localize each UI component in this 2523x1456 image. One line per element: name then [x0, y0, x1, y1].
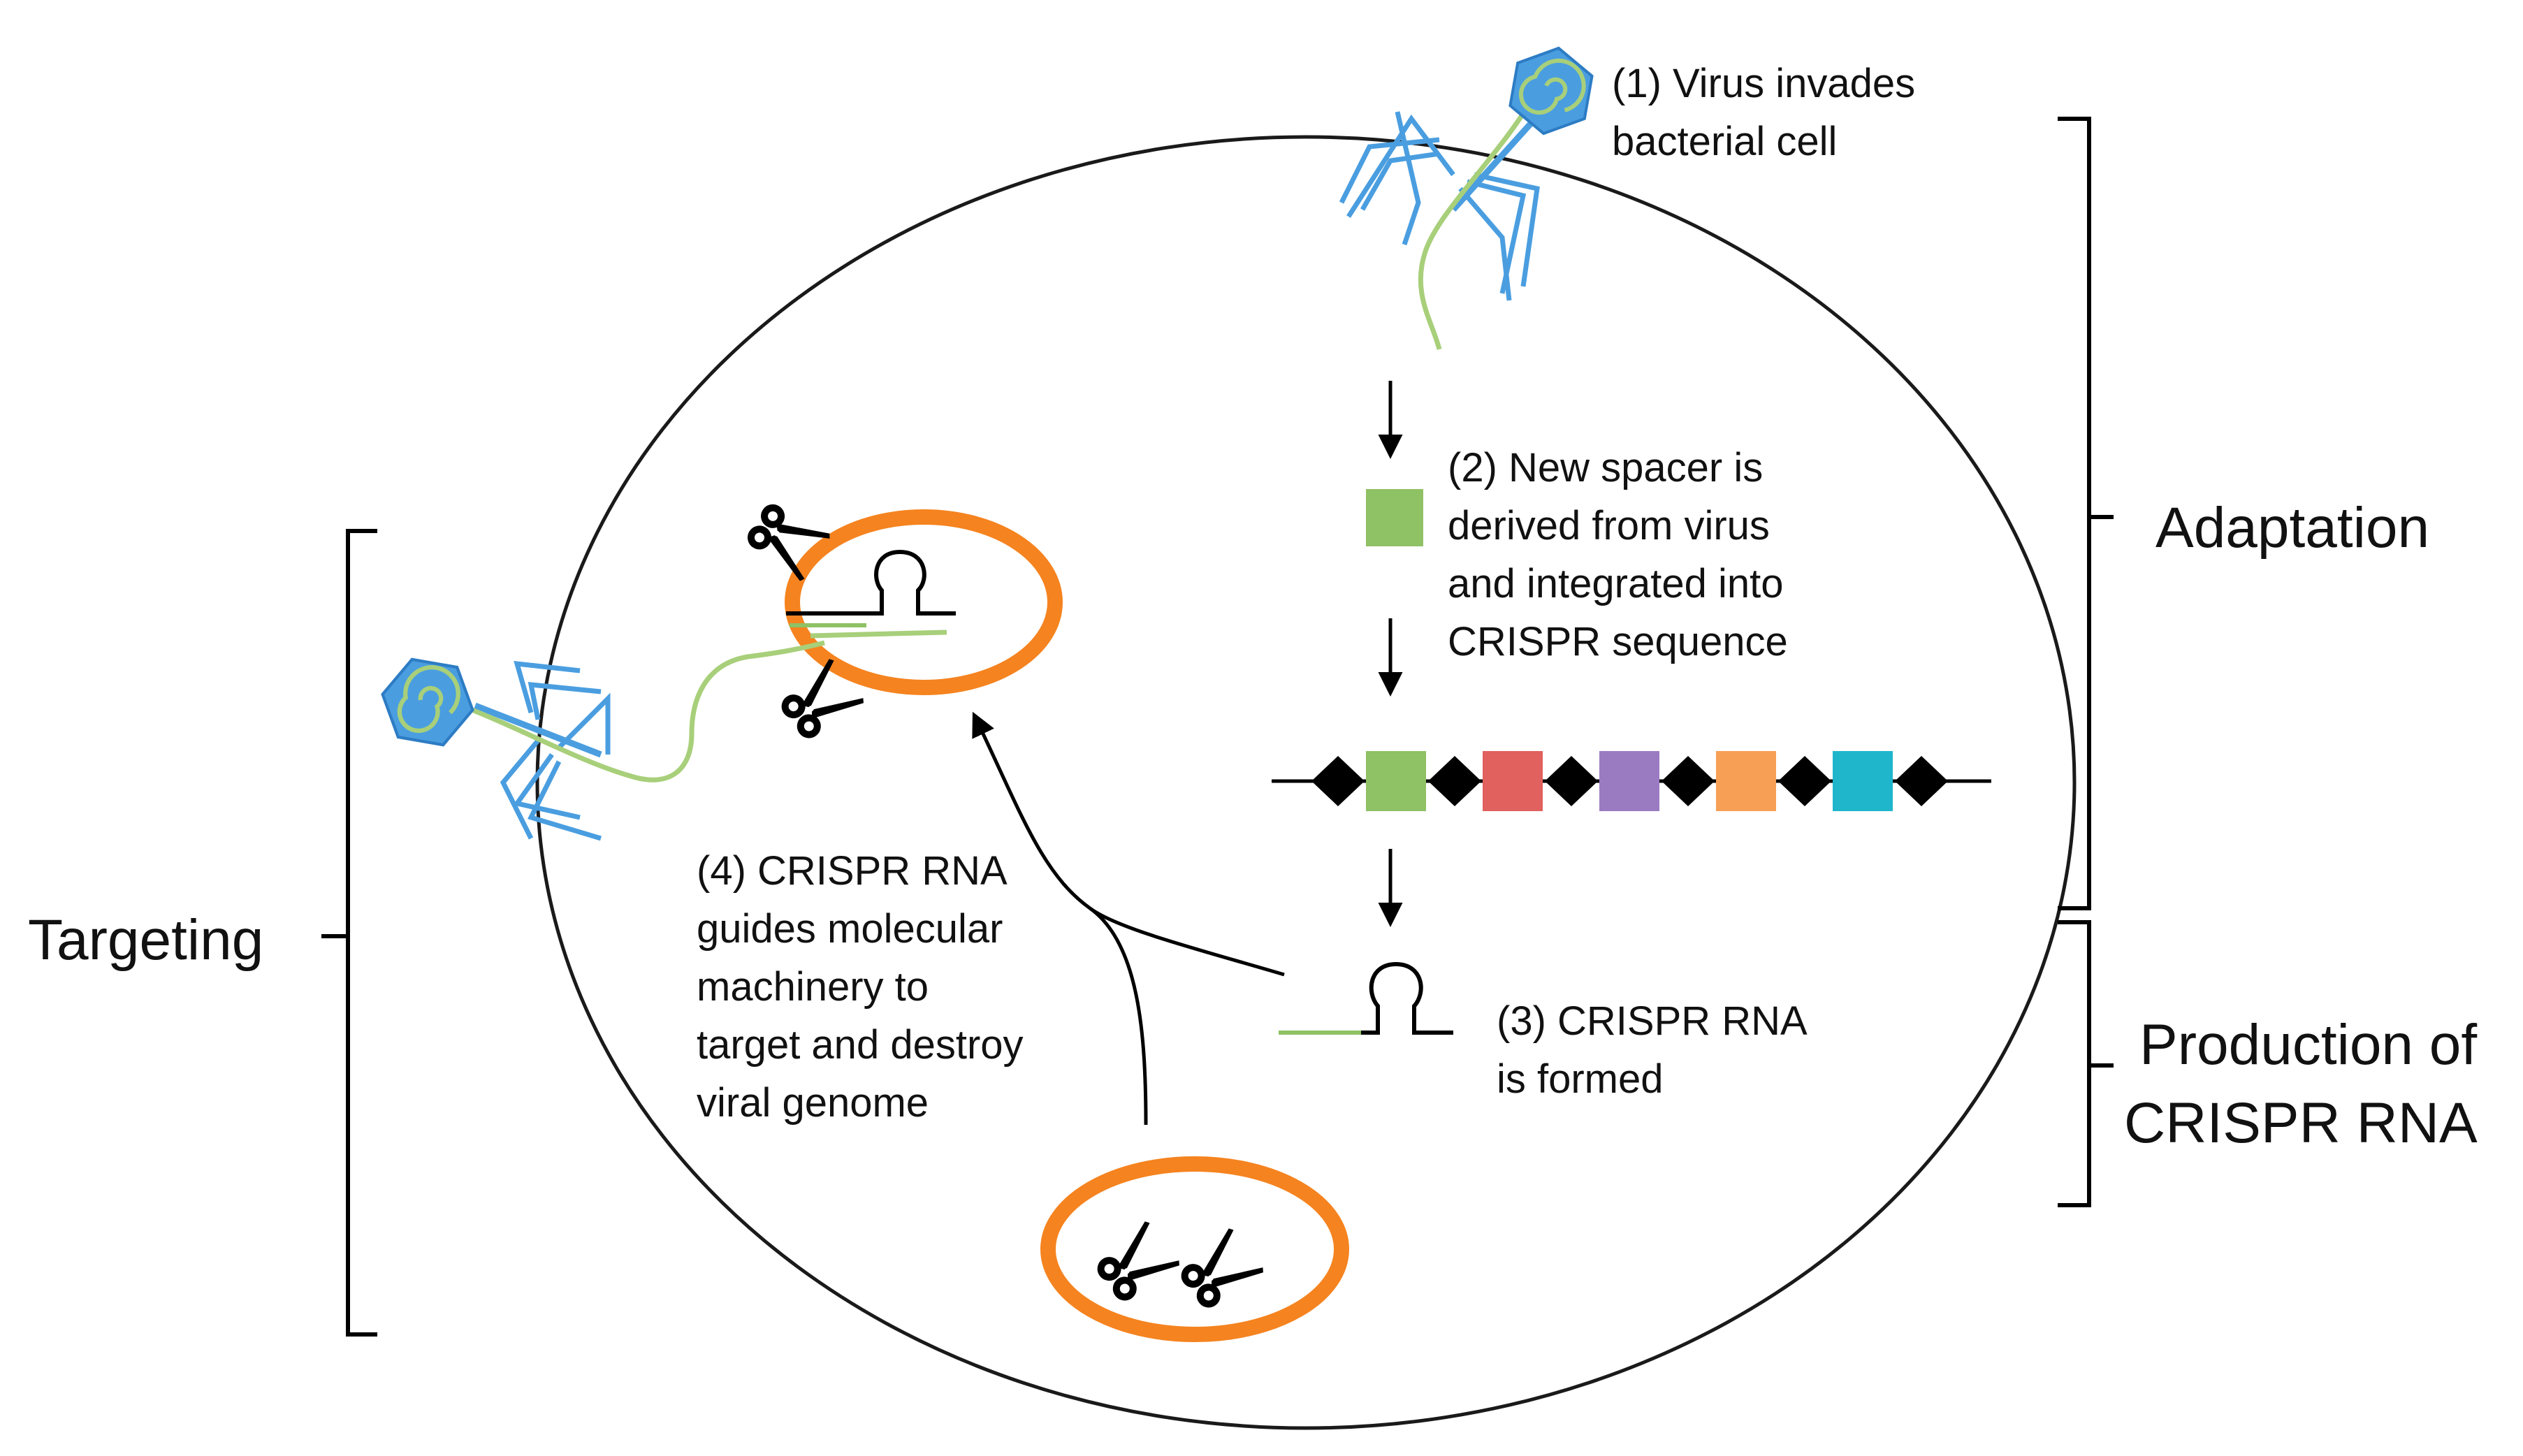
spacer-orange [1716, 751, 1776, 811]
adaptation-bracket [2058, 117, 2114, 910]
targeting-label: Targeting [28, 908, 264, 972]
cas-oval [1040, 1156, 1349, 1342]
targeted-virus-icon [375, 640, 825, 841]
new-spacer-square-icon [1366, 489, 1423, 546]
production-bracket [2058, 920, 2114, 1207]
arrow-proteins-to-complex [1089, 906, 1148, 1126]
scissors-icon [1177, 1227, 1265, 1313]
bacterial-cell [535, 135, 2077, 1430]
spacer-cyan [1833, 751, 1893, 811]
step3-label: (3) CRISPR RNA is formed [1497, 998, 1808, 1102]
step4-label: (4) CRISPR RNA guides molecular machiner… [697, 848, 1024, 1126]
spacer-green [1366, 751, 1426, 811]
step2-label: (2) New spacer is derived from virus and… [1448, 445, 1788, 664]
target-complex [744, 499, 1063, 743]
crispr-array [1272, 751, 1991, 811]
production-label: Production of CRISPR RNA [2124, 1013, 2478, 1155]
complex-oval [785, 509, 1063, 695]
scissors-icon [744, 499, 832, 583]
crispr-rna-hairpin-icon [1279, 961, 1453, 1035]
invading-virus-icon [1339, 42, 1596, 350]
adaptation-label: Adaptation [2155, 496, 2430, 560]
spacer-red [1483, 751, 1543, 811]
step1-label: (1) Virus invades bacterial cell [1612, 61, 1916, 164]
cas-complex [1040, 1156, 1349, 1342]
targeting-bracket [321, 529, 377, 1337]
arrow-rna-to-complex [972, 711, 1285, 977]
spacer-purple [1599, 751, 1659, 811]
scissors-icon [1093, 1220, 1181, 1306]
